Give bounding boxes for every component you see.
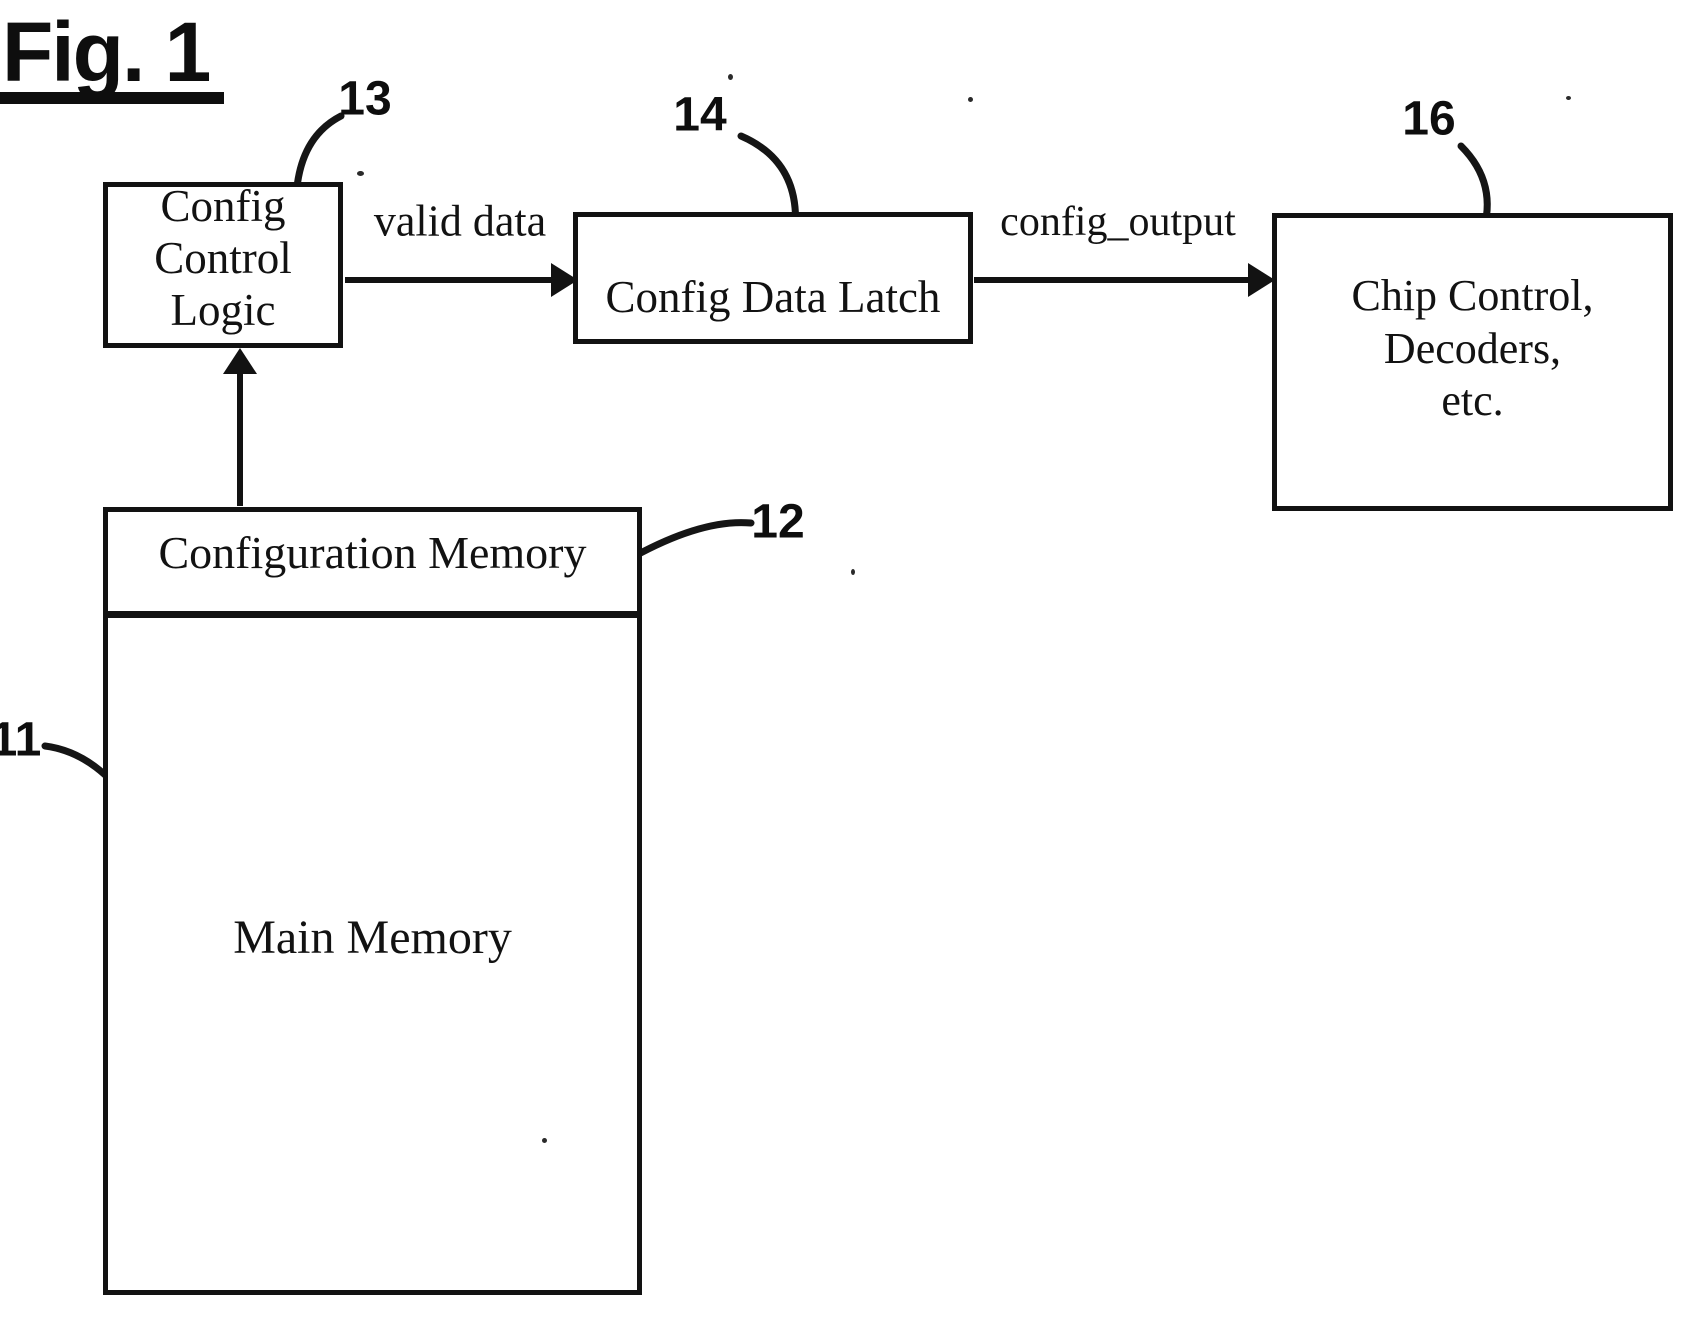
main-memory-label: Main Memory (233, 910, 512, 964)
figure-title: Fig. 1 (2, 5, 211, 99)
config-output-arrowhead (1248, 263, 1275, 297)
valid-data-signal-label: valid data (373, 196, 547, 246)
ref-num-14: 14 (673, 88, 727, 142)
config-output-signal-label: config_output (1000, 199, 1236, 245)
memory-to-logic-arrowhead (223, 348, 257, 374)
scan-speck (968, 97, 973, 102)
ref-num-12: 12 (751, 495, 805, 549)
ref-num-13: 13 (338, 72, 392, 126)
scan-speck (728, 74, 733, 80)
scan-speck (542, 1138, 547, 1143)
configuration-memory-label: Configuration Memory (158, 527, 587, 578)
valid-data-arrowhead (551, 263, 578, 297)
main-memory-section: Main Memory (108, 618, 637, 1290)
chip-control-box: Chip Control, Decoders, etc. (1272, 213, 1673, 511)
memory-box: Configuration Memory Main Memory (103, 507, 642, 1295)
ref-num-16: 16 (1402, 92, 1456, 146)
ref-num-11: 11 (0, 713, 42, 767)
config-data-latch-box: Config Data Latch (573, 212, 973, 344)
scan-speck (357, 171, 364, 176)
figure-title-underline (0, 92, 224, 104)
scan-speck (851, 569, 855, 575)
configuration-memory-section: Configuration Memory (108, 512, 637, 618)
scan-speck (1566, 96, 1571, 100)
chip-control-label: Chip Control, Decoders, etc. (1351, 270, 1594, 426)
config-control-logic-box: Config Control Logic (103, 180, 343, 348)
config-data-latch-label: Config Data Latch (605, 271, 941, 322)
config-control-logic-label: Config Control Logic (154, 180, 292, 336)
